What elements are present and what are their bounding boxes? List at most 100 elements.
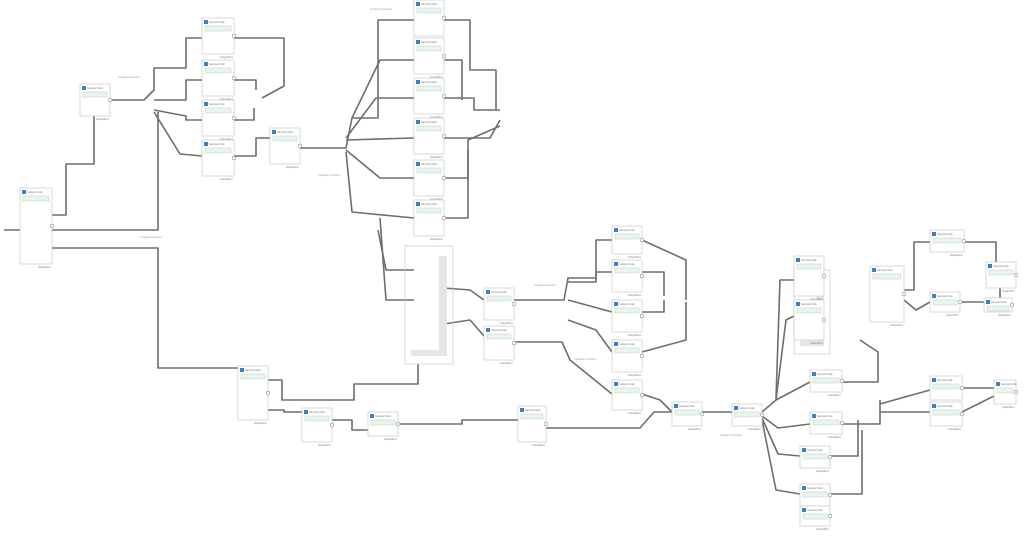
output-port[interactable]: [957, 299, 963, 305]
output-port[interactable]: [395, 421, 401, 427]
output-port[interactable]: [511, 301, 517, 307]
connection-wire[interactable]: [345, 151, 415, 219]
output-port[interactable]: [231, 75, 237, 81]
connection-wire[interactable]: [52, 247, 240, 369]
connection-wire[interactable]: [300, 19, 414, 149]
output-port[interactable]: [961, 238, 967, 244]
output-port[interactable]: [441, 175, 447, 181]
output-port[interactable]: [639, 313, 645, 319]
output-port[interactable]: [265, 390, 271, 396]
connection-wire[interactable]: [444, 19, 497, 110]
output-port[interactable]: [639, 392, 645, 398]
connection-wire[interactable]: [642, 271, 665, 296]
output-port[interactable]: [827, 513, 833, 519]
output-port[interactable]: [821, 273, 827, 279]
output-port[interactable]: [441, 15, 447, 21]
connection-wire[interactable]: [514, 239, 612, 301]
output-port[interactable]: [639, 237, 645, 243]
connection-wire[interactable]: [903, 299, 931, 311]
connection-wire[interactable]: [154, 79, 202, 101]
connection-wire[interactable]: [444, 119, 501, 139]
connection-wire[interactable]: [345, 97, 414, 139]
output-port[interactable]: [1013, 272, 1019, 278]
connection-wire[interactable]: [775, 279, 794, 399]
output-port[interactable]: [827, 492, 833, 498]
connection-wire[interactable]: [398, 419, 518, 425]
output-port[interactable]: [231, 33, 237, 39]
connection-wire[interactable]: [546, 411, 672, 429]
output-port[interactable]: [821, 317, 827, 323]
connection-wire[interactable]: [761, 419, 801, 495]
output-port[interactable]: [107, 97, 113, 103]
connection-wire[interactable]: [964, 241, 997, 262]
output-port[interactable]: [1009, 302, 1015, 308]
connection-wire[interactable]: [444, 150, 469, 219]
connection-wire[interactable]: [153, 111, 203, 157]
output-port[interactable]: [759, 412, 765, 418]
connection-wire[interactable]: [351, 59, 414, 119]
connection-wire[interactable]: [266, 364, 419, 401]
connection-wire[interactable]: [775, 315, 795, 401]
connection-wire[interactable]: [568, 271, 612, 283]
output-port[interactable]: [827, 454, 833, 460]
connection-wire[interactable]: [234, 37, 285, 99]
connection-wire[interactable]: [444, 97, 500, 111]
output-port[interactable]: [441, 133, 447, 139]
connection-wire[interactable]: [234, 137, 270, 157]
output-port[interactable]: [839, 378, 845, 384]
output-port[interactable]: [901, 291, 907, 297]
connection-wire[interactable]: [761, 415, 811, 429]
connection-wire[interactable]: [345, 149, 414, 179]
output-port[interactable]: [959, 385, 965, 391]
output-port[interactable]: [699, 411, 705, 417]
connection-wire[interactable]: [234, 79, 257, 90]
output-port[interactable]: [639, 273, 645, 279]
connection-wire[interactable]: [52, 112, 159, 231]
connection-wire[interactable]: [443, 287, 485, 301]
output-port[interactable]: [49, 223, 55, 229]
connection-wire[interactable]: [641, 302, 687, 353]
connection-wire[interactable]: [641, 393, 673, 413]
connection-wire[interactable]: [52, 110, 95, 216]
connection-wire[interactable]: [444, 59, 463, 100]
group-frame[interactable]: [404, 245, 454, 365]
connection-wire[interactable]: [379, 217, 414, 301]
connection-wire[interactable]: [642, 300, 665, 313]
connection-wire[interactable]: [514, 341, 613, 395]
connection-wire[interactable]: [110, 37, 202, 101]
connection-wire[interactable]: [567, 319, 613, 353]
output-port[interactable]: [959, 411, 965, 417]
output-port[interactable]: [1013, 389, 1019, 395]
connection-wire[interactable]: [761, 381, 811, 413]
connection-wire[interactable]: [567, 299, 613, 313]
output-port[interactable]: [441, 53, 447, 59]
connection-wire[interactable]: [641, 239, 687, 300]
connection-wire[interactable]: [234, 108, 255, 121]
connection-wire[interactable]: [332, 419, 368, 431]
